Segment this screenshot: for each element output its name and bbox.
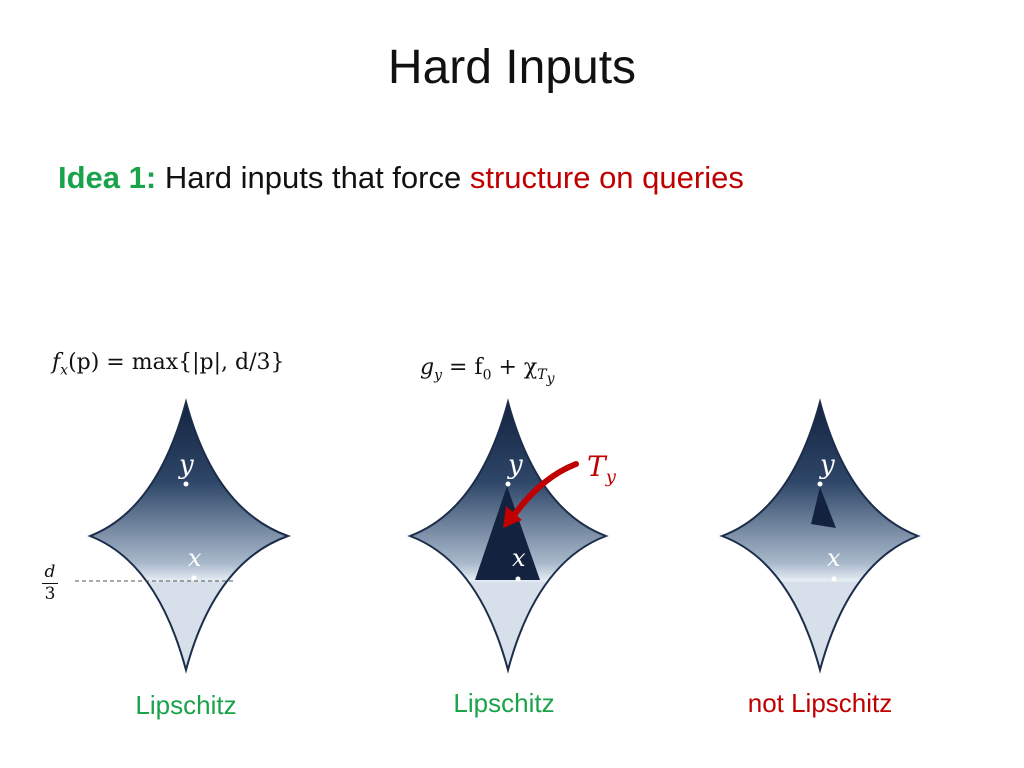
idea-line: Idea 1: Hard inputs that force structure… bbox=[58, 160, 744, 196]
slide-title: Hard Inputs bbox=[387, 41, 637, 94]
point-y-middle bbox=[505, 481, 511, 487]
label-x-middle: x bbox=[512, 544, 526, 572]
idea-text: Hard inputs that force bbox=[164, 160, 462, 195]
label-T: T bbox=[587, 450, 606, 483]
formula-f: fx(p) = max{|p|, d/3} bbox=[52, 350, 285, 378]
diamond-left bbox=[87, 398, 291, 674]
formula-f-sub: x bbox=[60, 362, 69, 379]
point-x-middle bbox=[515, 576, 521, 582]
formula-g: gy = f0 + χTy bbox=[420, 355, 555, 387]
point-y-left bbox=[183, 481, 189, 487]
formula-f-symbol: f bbox=[52, 350, 61, 375]
small-triangle-right bbox=[811, 487, 836, 528]
idea-highlight: structure on queries bbox=[469, 160, 744, 195]
idea-lead: Idea 1: bbox=[58, 160, 157, 195]
label-x-right: x bbox=[827, 544, 841, 572]
point-x-left bbox=[191, 575, 197, 581]
point-x-right bbox=[831, 576, 837, 582]
label-y-left: y bbox=[179, 450, 194, 480]
caption-left: Lipschitz bbox=[135, 690, 237, 720]
label-x-left: x bbox=[188, 544, 202, 572]
fraction-numerator: d bbox=[44, 562, 56, 582]
label-T-sub: y bbox=[605, 466, 616, 488]
formula-g-sub: y bbox=[434, 367, 443, 384]
formula-g-mid-sub: 0 bbox=[482, 367, 492, 384]
fraction-d-over-3: d 3 bbox=[40, 562, 60, 604]
region-T-y bbox=[475, 486, 540, 580]
arrow-head-T-y bbox=[503, 506, 522, 528]
fraction-denominator: 3 bbox=[44, 584, 56, 604]
caption-right: not Lipschitz bbox=[747, 688, 893, 718]
formula-g-mid: = f bbox=[442, 355, 483, 380]
label-T-y: Ty bbox=[587, 450, 616, 488]
formula-g-plus: + χ bbox=[491, 355, 538, 380]
diamond-right bbox=[719, 398, 921, 674]
point-y-right bbox=[817, 481, 823, 487]
formula-g-chi-subsub: y bbox=[546, 371, 555, 388]
label-y-right: y bbox=[820, 450, 835, 480]
label-y-middle: y bbox=[508, 450, 523, 480]
formula-g-chi-sub: T bbox=[537, 367, 547, 384]
arrow-T-y bbox=[509, 461, 579, 521]
fraction-bar bbox=[42, 583, 58, 584]
caption-middle: Lipschitz bbox=[453, 688, 555, 718]
formula-g-symbol: g bbox=[420, 355, 435, 380]
formula-f-rhs: (p) = max{|p|, d/3} bbox=[68, 350, 285, 375]
